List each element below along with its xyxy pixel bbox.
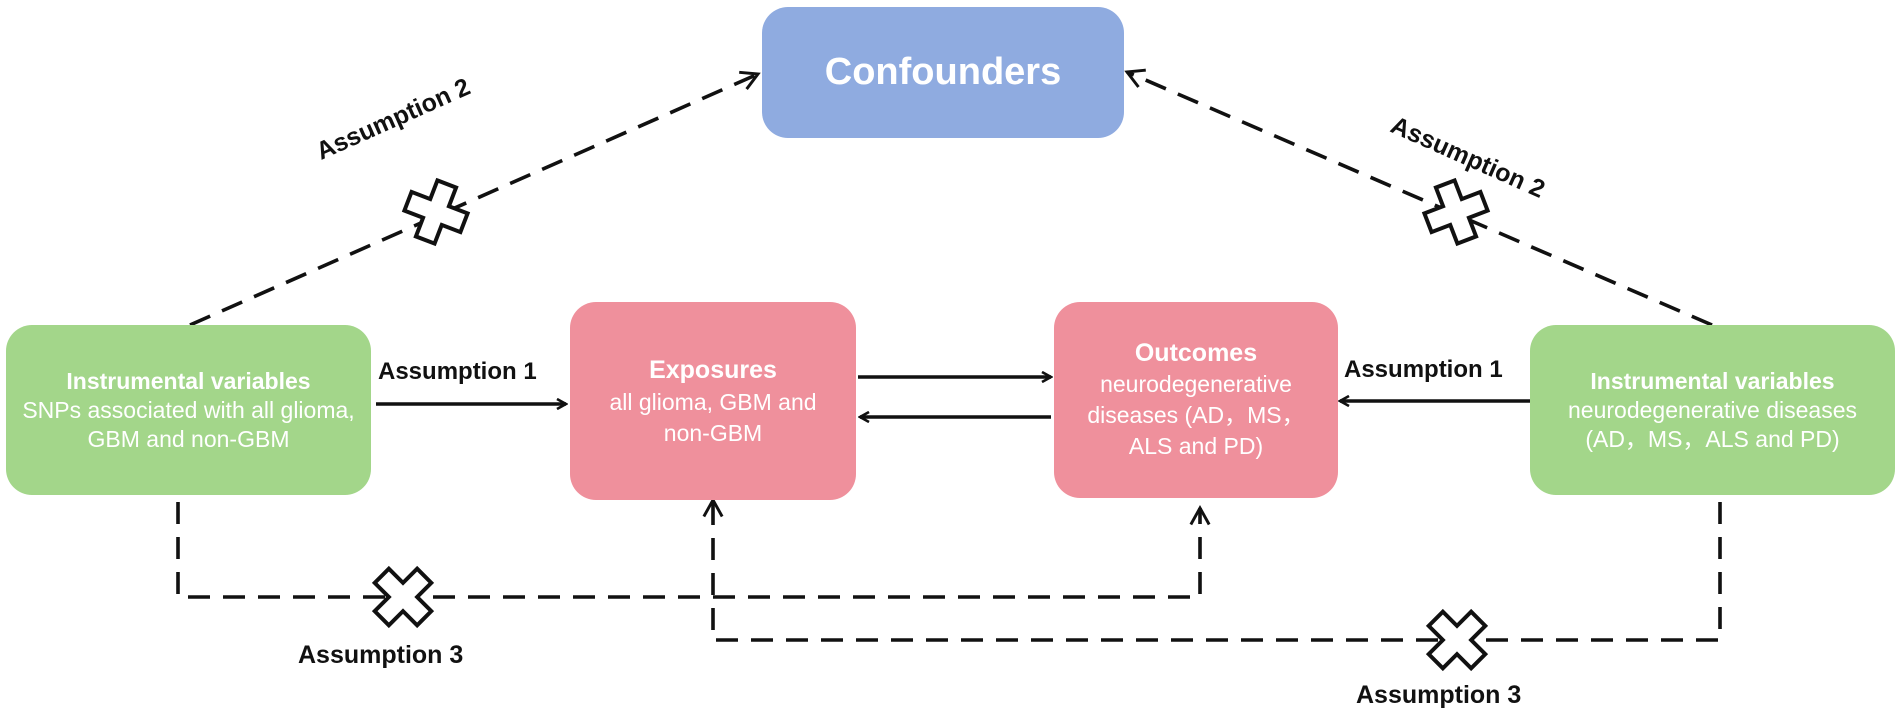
iv-right-title: Instrumental variables (1590, 367, 1835, 394)
iv-right-subtitle: neurodegenerative diseases (AD，MS，ALS an… (1568, 396, 1857, 452)
dashed-iv-right-to-exposures (702, 496, 1722, 642)
dashed-iv-right-to-confounders (1124, 68, 1713, 327)
outcomes-box: Outcomes neurodegenerative diseases (AD，… (1054, 302, 1338, 498)
assumption-3-right-label: Assumption 3 (1356, 681, 1522, 709)
outcomes-subtitle: neurodegenerative diseases (AD，MS，ALS an… (1087, 371, 1305, 459)
iv-left-title: Instrumental variables (66, 367, 311, 394)
cross-icon (1425, 608, 1489, 672)
assumption-1-right-label: Assumption 1 (1344, 356, 1503, 383)
iv-left-box: Instrumental variables SNPs associated w… (6, 325, 371, 495)
confounders-box: Confounders (762, 7, 1124, 138)
assumption-1-left-label: Assumption 1 (378, 358, 537, 385)
cross-icon (401, 177, 471, 247)
outcomes-title: Outcomes (1134, 339, 1258, 367)
cross-icon (1421, 177, 1491, 247)
cross-icon (371, 565, 435, 629)
confounders-title: Confounders (824, 51, 1062, 93)
iv-left-subtitle: SNPs associated with all glioma, GBM and… (22, 396, 355, 452)
assumption-3-left-label: Assumption 3 (298, 641, 464, 669)
exposures-title: Exposures (649, 356, 777, 384)
dashed-iv-left-to-confounders (189, 70, 761, 327)
exposures-subtitle: all glioma, GBM and non-GBM (609, 389, 817, 446)
dashed-iv-left-to-outcomes (176, 502, 1211, 599)
exposures-box: Exposures all glioma, GBM and non-GBM (570, 302, 856, 500)
iv-right-box: Instrumental variables neurodegenerative… (1530, 325, 1895, 495)
